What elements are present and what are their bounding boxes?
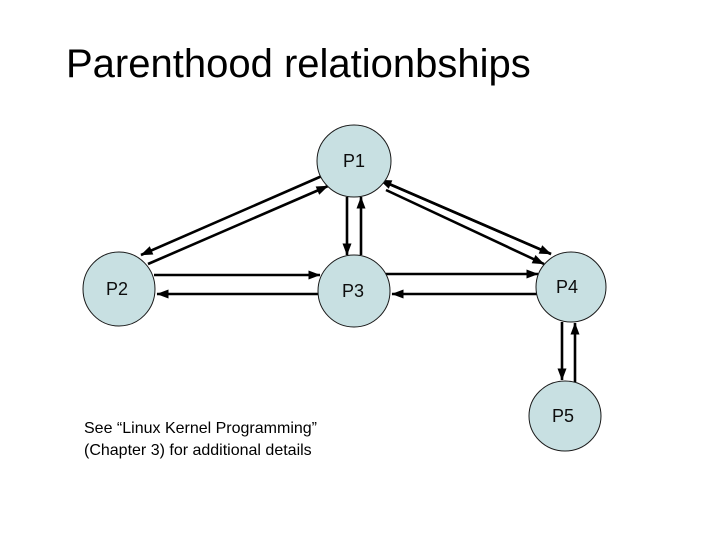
node-p1: P1 — [316, 124, 392, 198]
node-p3: P3 — [317, 254, 391, 328]
edges — [140, 174, 580, 383]
slide-title: Parenthood relationbships — [66, 42, 531, 86]
node-p5-label: P5 — [552, 406, 574, 426]
reference-note-line1: See “Linux Kernel Programming” — [84, 420, 317, 437]
node-p3-label: P3 — [342, 281, 364, 301]
arrow-p1-to-p2 — [140, 174, 323, 257]
node-p4-label: P4 — [556, 277, 578, 297]
reference-note-line2: (Chapter 3) for additional details — [84, 442, 312, 459]
node-p2-circle — [82, 251, 156, 327]
arrow-p1-to-p4-lower — [385, 188, 545, 266]
node-p1-label: P1 — [343, 151, 365, 171]
arrow-p1-to-p4-upper — [379, 178, 552, 256]
arrow-p2-to-p1 — [147, 184, 329, 266]
node-p5-circle — [528, 380, 602, 452]
reference-note: See “Linux Kernel Programming” (Chapter … — [84, 418, 317, 462]
node-p5: P5 — [528, 380, 602, 452]
node-p1-circle — [316, 124, 392, 198]
node-p4-circle — [535, 251, 607, 323]
node-p4: P4 — [535, 251, 607, 323]
node-p3-circle — [317, 254, 391, 328]
node-p2-label: P2 — [106, 279, 128, 299]
node-p2: P2 — [82, 251, 156, 327]
